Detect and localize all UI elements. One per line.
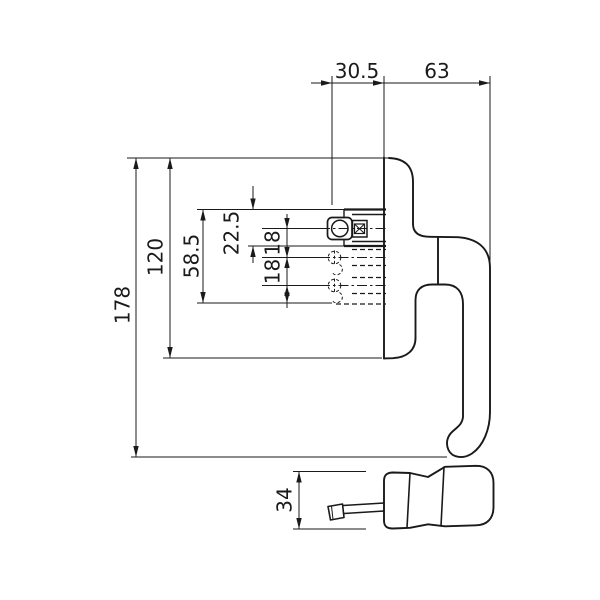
dim-label-34: 34 (273, 487, 297, 512)
dim-178: 178 (111, 158, 139, 457)
spindle-shaft (342, 502, 385, 515)
dim-label-30-5: 30.5 (335, 59, 380, 83)
dim-120: 120 (144, 158, 173, 358)
clip1-hook (332, 264, 343, 276)
phantom-clip-details (320, 228, 387, 305)
dim-18-18: 18 18 (261, 214, 290, 308)
fixing-lug-detail (326, 208, 386, 248)
dim-34: 34 (273, 471, 366, 530)
rosette-parting-line (406, 472, 411, 529)
dim-22-5: 22.5 (220, 186, 256, 263)
plate-top-corner (388, 157, 414, 225)
clip2-hook (332, 292, 343, 304)
spindle-tip (327, 503, 345, 521)
clip1-hidden-edges (352, 248, 386, 267)
plate-bottom-corner (383, 337, 417, 360)
extension-lines (127, 76, 491, 458)
dim-label-178: 178 (111, 286, 135, 324)
dim-58-5: 58.5 (180, 209, 206, 303)
dim-label-22-5: 22.5 (220, 211, 244, 256)
dim-label-58-5: 58.5 (180, 234, 204, 279)
dim-label-18-lower: 18 (261, 259, 285, 284)
top-view: 34 (273, 464, 495, 530)
dim-label-63: 63 (424, 59, 449, 83)
cap-parting-line (440, 466, 445, 527)
spindle-tip-edge (331, 506, 334, 520)
handle-top-view-outline (383, 464, 495, 530)
side-view: 30.5 63 178 120 58.5 2 (111, 59, 491, 458)
dim-label-120: 120 (144, 238, 168, 276)
neck-and-grip-outline (412, 223, 491, 458)
dim-top-chain: 30.5 63 (311, 59, 490, 86)
clip2-hidden-edges (336, 276, 386, 305)
dim-label-18-upper: 18 (261, 230, 285, 255)
